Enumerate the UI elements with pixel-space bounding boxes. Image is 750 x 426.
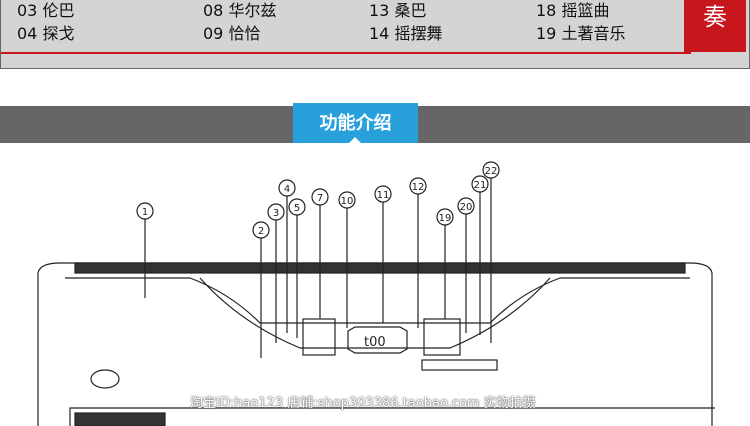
divider	[1, 52, 691, 54]
song-item: 14 摇摆舞	[369, 24, 443, 43]
callout-circle	[338, 191, 356, 209]
callout-circle	[252, 221, 270, 239]
callout-number: 11	[377, 190, 390, 201]
callout-number: 10	[341, 196, 354, 207]
callout-number: 1	[142, 207, 148, 218]
song-item: 19 土著音乐	[536, 24, 626, 43]
rhythm-list-panel: 03 伦巴 04 探戈 08 华尔兹 09 恰恰 13 桑巴 14 摇摆舞 18…	[0, 0, 750, 69]
callout-number: 4	[284, 184, 290, 195]
callout-number: 22	[485, 166, 498, 177]
callout-circle	[482, 161, 500, 179]
watermark: 淘宝ID:hao123 店铺:shop303386.taobao.com 实物拍…	[190, 396, 536, 411]
callout-circle	[436, 208, 454, 226]
callout-circle	[278, 179, 296, 197]
side-tag: 奏	[684, 0, 746, 52]
callout-number: 21	[474, 180, 487, 191]
callout-number: 19	[439, 213, 452, 224]
callout-circle	[409, 177, 427, 195]
song-item: 09 恰恰	[203, 24, 261, 43]
callout-number: 2	[258, 226, 264, 237]
callout-number: 12	[412, 182, 425, 193]
display-readout: t00	[364, 335, 386, 350]
callout-circle	[288, 198, 306, 216]
song-item: 08 华尔兹	[203, 1, 277, 20]
song-item: 18 摇篮曲	[536, 1, 610, 20]
callout-circle	[374, 185, 392, 203]
callout-number: 5	[294, 203, 300, 214]
song-item: 04 探戈	[17, 24, 75, 43]
callout-circle	[311, 188, 329, 206]
song-item: 13 桑巴	[369, 1, 427, 20]
callout-circle	[136, 202, 154, 220]
callout-circle	[457, 197, 475, 215]
callout-number: 3	[273, 208, 279, 219]
callout-circle	[471, 175, 489, 193]
callout-number: 20	[460, 202, 473, 213]
callout-number: 7	[317, 193, 323, 204]
song-item: 03 伦巴	[17, 1, 75, 20]
section-title: 功能介绍	[293, 103, 418, 143]
callout-circle	[267, 203, 285, 221]
